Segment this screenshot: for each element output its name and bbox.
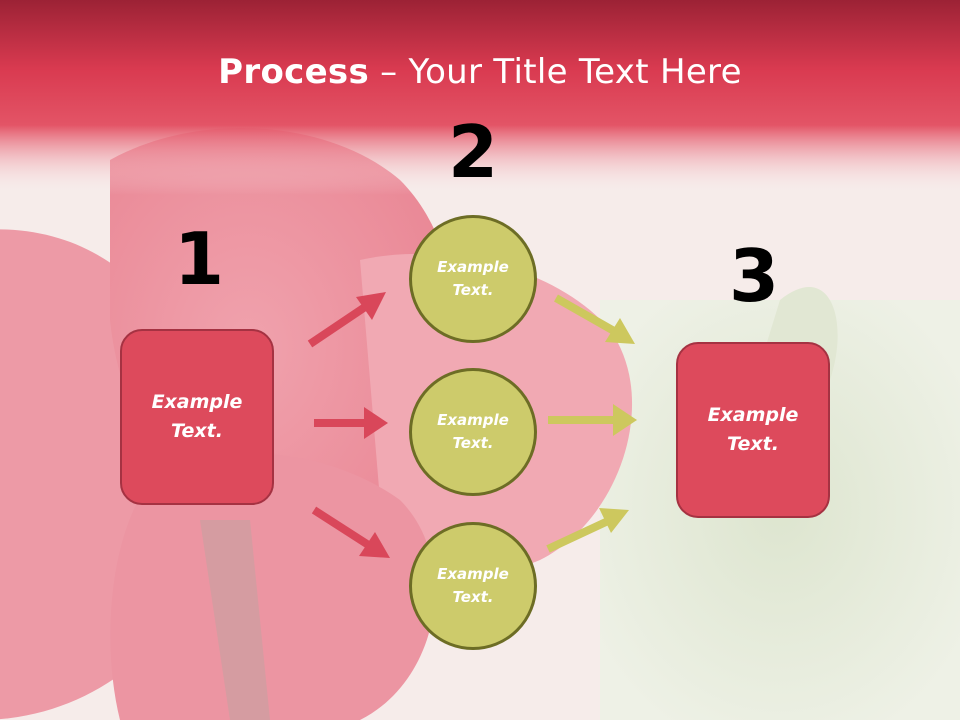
step-3-text: Example Text. xyxy=(707,404,799,455)
green-arrow-right xyxy=(548,404,637,436)
step-1-box: Example Text. xyxy=(120,329,274,505)
step-2-circle-top: Example Text. xyxy=(409,215,537,343)
circle-top-text: Example Text. xyxy=(437,258,509,299)
step-2-circle-bottom: Example Text. xyxy=(409,522,537,650)
red-arrow-down xyxy=(311,506,390,558)
red-arrow-right xyxy=(314,407,388,439)
circle-bottom-text: Example Text. xyxy=(437,565,509,606)
step-1-text: Example Text. xyxy=(151,391,243,442)
step-number-1: 1 xyxy=(173,217,225,301)
step-3-box: Example Text. xyxy=(676,342,830,518)
step-number-2: 2 xyxy=(447,110,499,194)
circle-middle-text: Example Text. xyxy=(437,411,509,452)
step-2-circle-middle: Example Text. xyxy=(409,368,537,496)
title-rest: – Your Title Text Here xyxy=(369,52,742,92)
green-arrow-down xyxy=(554,294,635,344)
slide-title: Process – Your Title Text Here xyxy=(0,52,960,92)
green-arrow-up xyxy=(546,508,629,553)
red-arrow-up xyxy=(307,292,386,348)
step-number-3: 3 xyxy=(728,234,780,318)
title-bold: Process xyxy=(218,52,370,92)
